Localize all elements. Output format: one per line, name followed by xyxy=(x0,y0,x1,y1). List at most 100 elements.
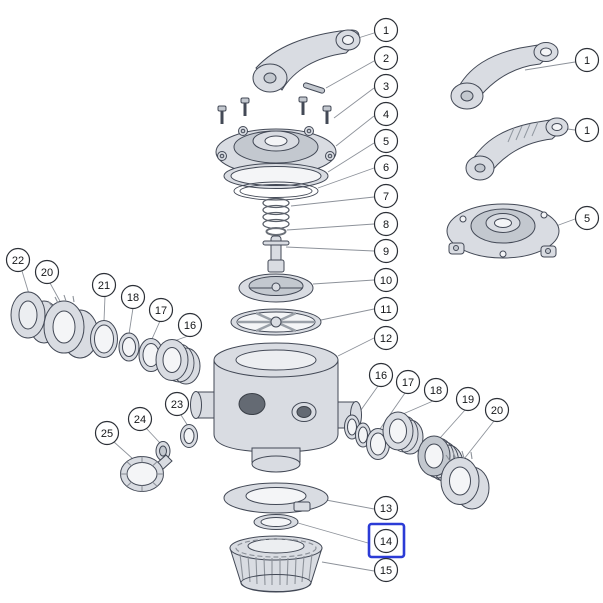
callout-circle xyxy=(91,272,117,298)
callout-circle xyxy=(373,557,399,583)
callout-18-left[interactable]: 18 xyxy=(120,284,146,310)
callout-11-spider-gasket[interactable]: 11 xyxy=(373,296,399,322)
callout-number: 1 xyxy=(383,25,389,37)
callout-circle xyxy=(395,369,421,395)
callout-16-left[interactable]: 16 xyxy=(177,312,203,338)
part-sight-cap-25 xyxy=(120,454,173,492)
callout-24[interactable]: 24 xyxy=(127,406,153,432)
callout-circle xyxy=(34,259,60,285)
callout-1-handle[interactable]: 1 xyxy=(373,17,399,43)
callout-number: 18 xyxy=(430,385,442,397)
callout-7-spring[interactable]: 7 xyxy=(373,183,399,209)
callout-number: 24 xyxy=(134,414,146,426)
callout-number: 11 xyxy=(380,304,391,316)
callout-circle xyxy=(373,211,399,237)
callout-14[interactable]: 14 xyxy=(367,522,406,559)
callout-number: 4 xyxy=(383,109,389,121)
part-adapter-18-right xyxy=(382,411,424,455)
callout-16-right[interactable]: 16 xyxy=(368,362,394,388)
callout-number: 16 xyxy=(184,320,196,332)
callout-20-left[interactable]: 20 xyxy=(34,259,60,285)
callout-8-oring[interactable]: 8 xyxy=(373,211,399,237)
callout-18-right[interactable]: 18 xyxy=(423,377,449,403)
part-ring-18-left xyxy=(118,332,140,362)
callout-number: 1 xyxy=(584,55,590,67)
part-handle-variant-1 xyxy=(450,42,559,110)
part-rotor xyxy=(238,259,314,303)
callout-number: 14 xyxy=(380,536,392,548)
part-oring-21 xyxy=(90,320,118,358)
callout-circle xyxy=(373,128,399,154)
part-nut-20-right xyxy=(440,450,490,510)
part-adapter-16-left xyxy=(155,339,201,385)
callout-15[interactable]: 15 xyxy=(373,557,399,583)
part-small-oring xyxy=(265,227,287,236)
part-spider-gasket xyxy=(230,308,322,336)
callout-circle xyxy=(423,377,449,403)
callout-1-handle-alt1[interactable]: 1 xyxy=(574,47,600,73)
callout-number: 20 xyxy=(491,405,503,417)
callout-number: 10 xyxy=(380,275,392,287)
part-nut-20-left xyxy=(43,294,99,359)
callout-9-stem[interactable]: 9 xyxy=(373,238,399,264)
part-washer-ring xyxy=(233,181,319,201)
callout-number: 17 xyxy=(402,377,414,389)
callout-number: 20 xyxy=(41,267,53,279)
callout-4-cover[interactable]: 4 xyxy=(373,101,399,127)
callout-number: 7 xyxy=(383,191,389,203)
callout-12-body[interactable]: 12 xyxy=(373,325,399,351)
part-clamp-ring xyxy=(223,482,329,514)
callout-circle xyxy=(373,154,399,180)
callout-number: 12 xyxy=(380,333,392,345)
callout-number: 21 xyxy=(98,280,110,292)
highlight-box xyxy=(367,522,406,559)
callout-number: 2 xyxy=(383,53,389,65)
part-valve-body xyxy=(190,342,362,473)
part-handle xyxy=(252,29,361,93)
callout-circle xyxy=(373,45,399,71)
part-oring xyxy=(253,514,299,530)
callout-3-screws[interactable]: 3 xyxy=(373,73,399,99)
callout-17-left[interactable]: 17 xyxy=(148,297,174,323)
part-handle-variant-2 xyxy=(465,117,569,181)
callout-17-right[interactable]: 17 xyxy=(395,369,421,395)
callout-19[interactable]: 19 xyxy=(455,386,481,412)
callout-circle xyxy=(373,73,399,99)
callout-25[interactable]: 25 xyxy=(94,420,120,446)
callout-circle xyxy=(5,247,31,273)
callout-number: 15 xyxy=(380,565,392,577)
callout-circle xyxy=(94,420,120,446)
callout-23[interactable]: 23 xyxy=(164,391,190,417)
callout-21[interactable]: 21 xyxy=(91,272,117,298)
part-top-cover xyxy=(215,126,337,176)
callout-circle xyxy=(373,183,399,209)
callout-circle xyxy=(148,297,174,323)
callout-circle xyxy=(373,17,399,43)
part-spring xyxy=(262,197,290,230)
callout-20-right[interactable]: 20 xyxy=(484,397,510,423)
callout-10-rotor[interactable]: 10 xyxy=(373,267,399,293)
part-diffuser-basket xyxy=(229,535,323,593)
callout-circle xyxy=(574,117,600,143)
callout-6-washer[interactable]: 6 xyxy=(373,154,399,180)
callout-circle xyxy=(373,101,399,127)
callout-circle xyxy=(373,325,399,351)
callout-number: 18 xyxy=(127,292,139,304)
callout-number: 23 xyxy=(171,399,183,411)
callout-circle xyxy=(373,238,399,264)
callout-circle xyxy=(373,528,399,554)
callout-5-cover-alt[interactable]: 5 xyxy=(574,205,600,231)
callout-number: 6 xyxy=(383,162,389,174)
callout-22[interactable]: 22 xyxy=(5,247,31,273)
callout-13[interactable]: 13 xyxy=(373,495,399,521)
callout-number: 25 xyxy=(101,428,113,440)
part-cover-variant xyxy=(446,203,560,259)
callouts: 1 2 3 4 5 6 7 8 9 10 11 12 1 1 5 22 20 2… xyxy=(5,17,600,583)
callout-1-handle-alt2[interactable]: 1 xyxy=(574,117,600,143)
callout-2-pin[interactable]: 2 xyxy=(373,45,399,71)
callout-number: 1 xyxy=(584,125,590,137)
callout-circle xyxy=(127,406,153,432)
callout-circle xyxy=(177,312,203,338)
callout-5-gasket[interactable]: 5 xyxy=(373,128,399,154)
